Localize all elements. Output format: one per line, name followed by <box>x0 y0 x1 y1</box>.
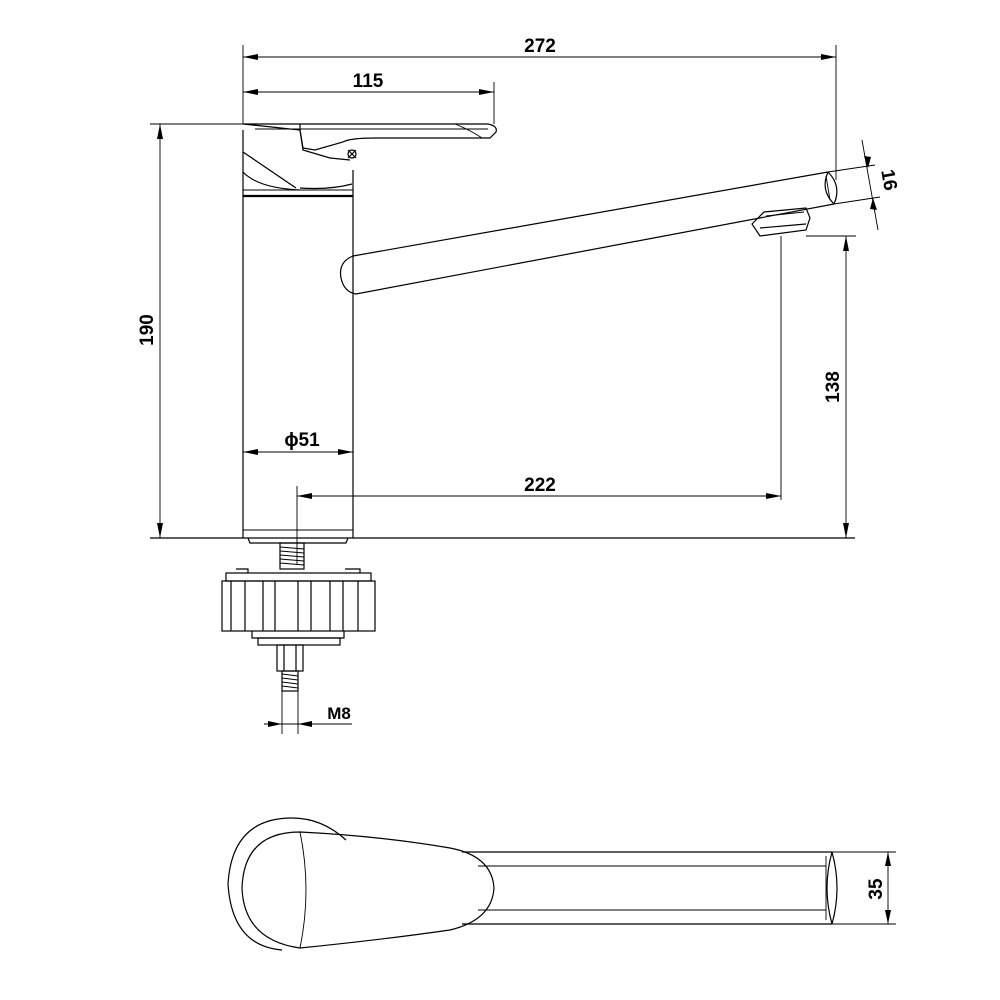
dimension-spout-height: 138 <box>806 235 856 538</box>
dimension-thread: M8 <box>264 691 352 734</box>
dimension-handle-length-label: 115 <box>353 71 384 92</box>
cartridge-housing <box>242 130 354 191</box>
dimension-overall-height: 190 <box>137 123 243 538</box>
dimension-overall-length-label: 272 <box>524 36 556 57</box>
faucet-elevation-view <box>150 123 855 692</box>
plan-base-outline <box>227 817 347 951</box>
plan-spout-tip <box>826 851 833 925</box>
handle-lever <box>242 123 497 161</box>
dimension-spout-tip-thickness: 16 <box>827 139 901 231</box>
faucet-plan-view: 35 <box>227 817 896 951</box>
dimension-spout-reach-label: 222 <box>524 475 556 496</box>
dimension-spout-tip-thickness-label: 16 <box>876 168 900 192</box>
dimension-handle-length: 115 <box>243 71 495 124</box>
aerator <box>751 207 811 237</box>
handle-screw-icon <box>347 149 357 159</box>
dimension-body-diameter-label: ϕ51 <box>284 430 320 451</box>
dimension-spout-width-label: 35 <box>866 878 887 900</box>
dimension-overall-height-label: 190 <box>137 314 158 346</box>
dimension-spout-height-label: 138 <box>823 371 844 403</box>
dimension-spout-width: 35 <box>832 851 896 925</box>
dimension-body-diameter: ϕ51 <box>243 430 353 455</box>
faucet-body <box>242 189 354 544</box>
mounting-nut <box>221 568 376 646</box>
dimension-overall-length: 272 <box>242 36 837 180</box>
m8-stud <box>276 644 304 692</box>
dimension-lines: 272 115 190 138 <box>137 36 901 734</box>
dimension-thread-label: M8 <box>327 704 351 723</box>
spout <box>339 171 838 295</box>
dimension-spout-reach: 222 <box>296 236 782 565</box>
plan-handle-parting-line <box>299 831 307 949</box>
threaded-stud <box>279 542 305 570</box>
plan-handle-outline <box>241 831 495 949</box>
